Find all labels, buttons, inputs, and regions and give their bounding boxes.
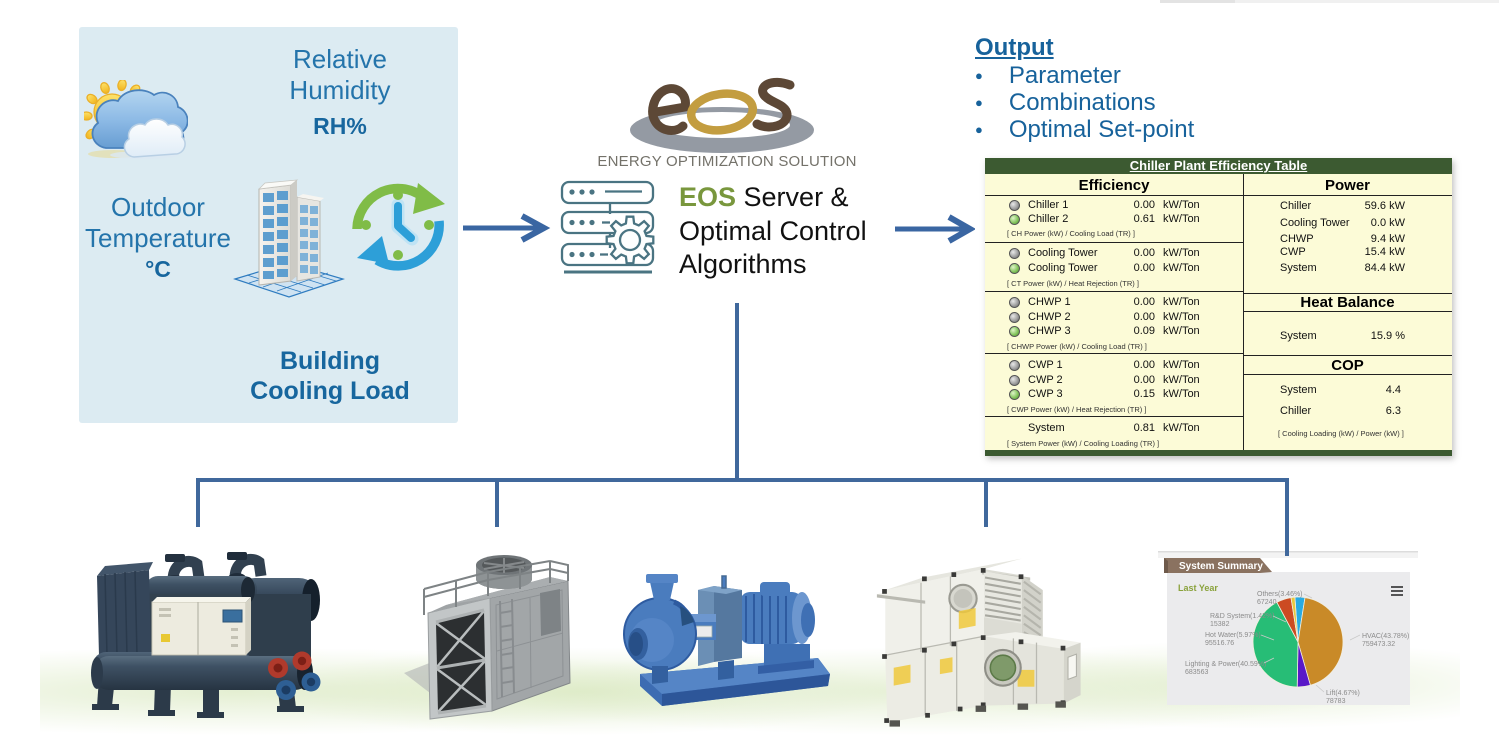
svg-text:System Summary: System Summary (1179, 561, 1263, 572)
svg-text:Others(3.46%): Others(3.46%) (1257, 591, 1303, 598)
svg-text:Hot Water(5.97%): Hot Water(5.97%) (1205, 632, 1261, 639)
svg-text:Lift(4.67%): Lift(4.67%) (1326, 690, 1360, 697)
svg-text:95516.76: 95516.76 (1205, 640, 1234, 647)
svg-text:HVAC(43.78%): HVAC(43.78%) (1362, 633, 1409, 640)
svg-text:67240: 67240 (1257, 599, 1277, 606)
svg-text:Lighting & Power(40.59%): Lighting & Power(40.59%) (1185, 661, 1266, 668)
svg-text:759473.32: 759473.32 (1362, 641, 1395, 648)
svg-text:Last Year: Last Year (1178, 583, 1218, 593)
svg-text:683563: 683563 (1185, 669, 1208, 676)
svg-text:78783: 78783 (1326, 698, 1346, 705)
svg-text:15382: 15382 (1210, 621, 1230, 628)
svg-text:R&D System(1.42%): R&D System(1.42%) (1210, 613, 1275, 620)
